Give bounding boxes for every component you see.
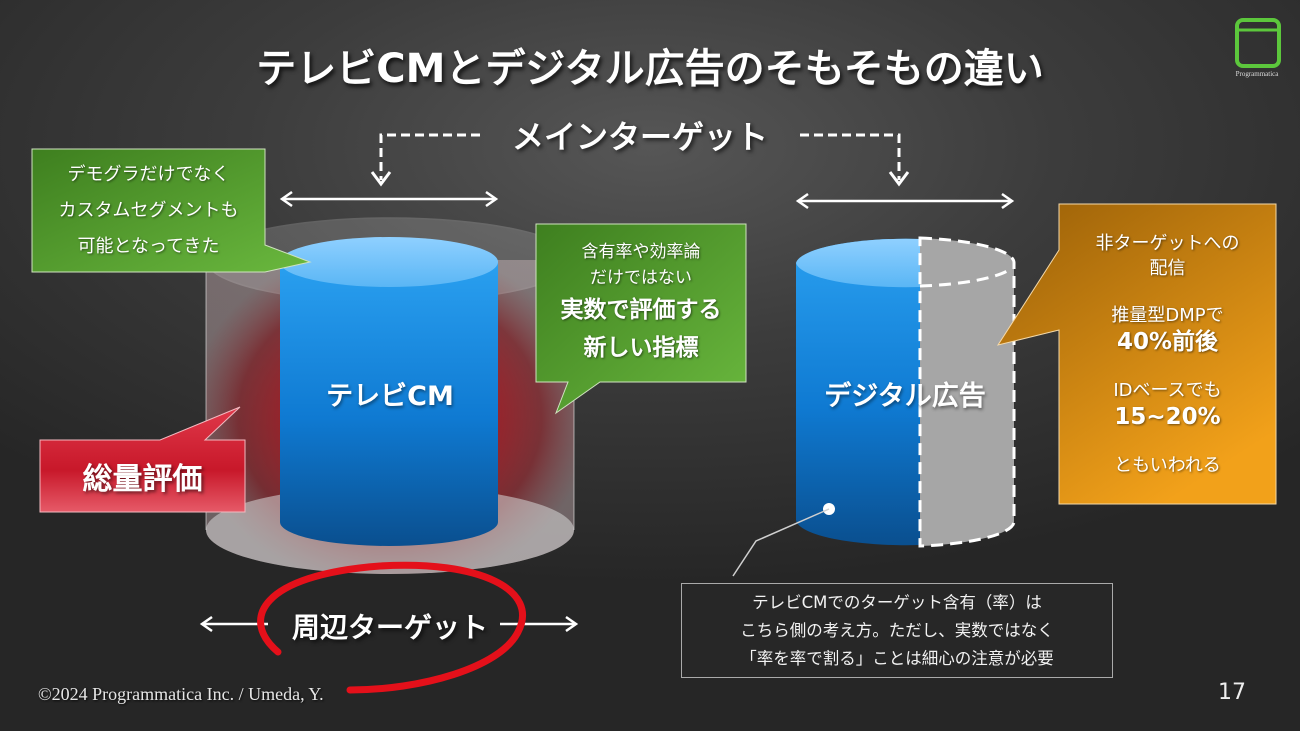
digital-cylinder xyxy=(732,236,1016,577)
callout-emphasis: 40%前後 xyxy=(1116,328,1219,355)
total-eval-callout-shape xyxy=(39,406,246,513)
note-box: テレビCMでのターゲット含有（率）は こちら側の考え方。ただし、実数ではなく 「… xyxy=(681,583,1113,678)
tv-cm-cylinder xyxy=(280,237,498,546)
callout-line: IDベースでも xyxy=(1113,379,1222,401)
callout-emphasis: 15~20% xyxy=(1114,403,1221,430)
note-line: テレビCMでのターゲット含有（率）は xyxy=(752,592,1042,612)
digital-ad-label: デジタル広告 xyxy=(824,381,986,412)
main-target-bracket xyxy=(370,133,910,187)
callout-line: だけではない xyxy=(590,268,692,288)
callout-line: ともいわれる xyxy=(1114,454,1221,476)
metric-callout-shape xyxy=(535,223,747,415)
callout-emphasis: 実数で評価する xyxy=(560,297,722,323)
callout-emphasis: 新しい指標 xyxy=(583,335,699,361)
segment-callout-shape xyxy=(31,148,312,273)
callout-line: 可能となってきた xyxy=(77,235,220,257)
note-line: 「率を率で割る」ことは細心の注意が必要 xyxy=(740,648,1054,668)
non-target-callout: 非ターゲットへの 配信 推量型DMPで 40%前後 IDベースでも 15~20%… xyxy=(1059,204,1276,504)
callout-line: 含有率や効率論 xyxy=(581,242,701,262)
note-line: こちら側の考え方。ただし、実数ではなく xyxy=(740,620,1054,640)
callout-heading: 配信 xyxy=(1149,257,1186,279)
slide-title: テレビCMとデジタル広告のそもそもの違い xyxy=(256,46,1044,92)
width-arrows xyxy=(199,190,1015,633)
main-target-label: メインターゲット xyxy=(511,118,768,156)
logo-label: Programmatica xyxy=(1235,70,1279,78)
red-circle-highlight xyxy=(257,561,527,694)
callout-line: 推量型DMPで xyxy=(1111,304,1224,326)
tv-cm-label: テレビCM xyxy=(326,381,454,412)
copyright-footer: ©2024 Programmatica Inc. / Umeda, Y. xyxy=(38,684,324,704)
peripheral-target-label: 周辺ターゲット xyxy=(291,611,488,644)
segment-callout: デモグラだけでなく カスタムセグメントも 可能となってきた xyxy=(32,149,265,272)
callout-heading: 非ターゲットへの xyxy=(1095,232,1240,254)
new-metric-callout: 含有率や効率論 だけではない 実数で評価する 新しい指標 xyxy=(536,224,746,382)
callout-line: カスタムセグメントも xyxy=(58,199,239,221)
non-target-callout-shape xyxy=(996,203,1277,505)
cylinder-logo-icon xyxy=(1235,18,1281,68)
callout-line: デモグラだけでなく xyxy=(67,163,230,185)
total-eval-callout: 総量評価 xyxy=(82,462,203,497)
page-number: 17 xyxy=(1218,680,1246,705)
